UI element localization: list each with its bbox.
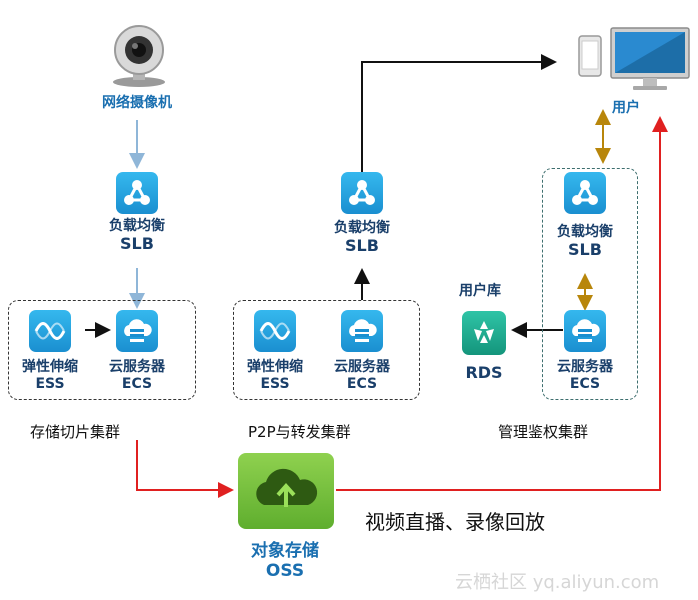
- oss-label: 对象存储 OSS: [251, 541, 319, 581]
- rds-title: 用户库: [459, 283, 501, 299]
- ecs-label-auth: 云服务器 ECS: [557, 359, 613, 392]
- ess-label-storage: 弹性伸缩 ESS: [22, 359, 78, 392]
- slb-to-user-arrow: [361, 54, 557, 172]
- p2p-cluster-box: [233, 300, 420, 400]
- oss-to-user-arrow: [336, 116, 668, 491]
- storage-cluster-box: [8, 300, 196, 400]
- ecs-tile-auth: [564, 310, 606, 352]
- auth-cluster-box: [542, 168, 638, 400]
- rds-tile: [462, 311, 506, 355]
- webcam-icon: [113, 25, 165, 87]
- object-storage-icon: [256, 468, 318, 507]
- auto-scaling-icon: [34, 322, 66, 340]
- auth-cluster-title: 管理鉴权集群: [498, 423, 589, 441]
- load-balancer-icon: [572, 180, 598, 205]
- p2p-cluster-title: P2P与转发集群: [248, 423, 351, 441]
- ecs-tile-p2p: [341, 310, 383, 352]
- database-icon: [474, 321, 494, 343]
- ess-label-p2p: 弹性伸缩 ESS: [247, 359, 303, 392]
- user-devices: [575, 22, 693, 94]
- cloud-server-icon: [349, 319, 377, 342]
- slb-label-p2p: 负载均衡 SLB: [334, 220, 390, 255]
- watermark: 云栖社区 yq.aliyun.com: [455, 572, 660, 593]
- webcam: [105, 22, 173, 88]
- load-balancer-icon: [349, 180, 375, 205]
- ess-tile-storage: [29, 310, 71, 352]
- ess-tile-p2p: [254, 310, 296, 352]
- auto-scaling-icon: [259, 322, 291, 340]
- camera-label: 网络摄像机: [102, 95, 172, 111]
- slb-tile-p2p: [341, 172, 383, 214]
- storage-cluster-title: 存储切片集群: [30, 423, 121, 441]
- slb-label-storage: 负载均衡 SLB: [109, 218, 165, 253]
- ecs-tile-storage: [116, 310, 158, 352]
- slb-tile-storage: [116, 172, 158, 214]
- phone-monitor-icon: [578, 27, 690, 90]
- oss-tile: [238, 453, 334, 529]
- ecs-label-p2p: 云服务器 ECS: [334, 359, 390, 392]
- cloud-server-icon: [124, 319, 152, 342]
- slb-label-auth: 负载均衡 SLB: [557, 224, 613, 259]
- rds-label: RDS: [465, 363, 503, 382]
- ecs-label-storage: 云服务器 ECS: [109, 359, 165, 392]
- storage-to-oss-arrow: [136, 440, 234, 498]
- slb-tile-auth: [564, 172, 606, 214]
- user-label: 用户: [612, 100, 640, 116]
- load-balancer-icon: [124, 180, 150, 205]
- cloud-server-icon: [572, 319, 600, 342]
- annotation-text: 视频直播、录像回放: [365, 510, 545, 534]
